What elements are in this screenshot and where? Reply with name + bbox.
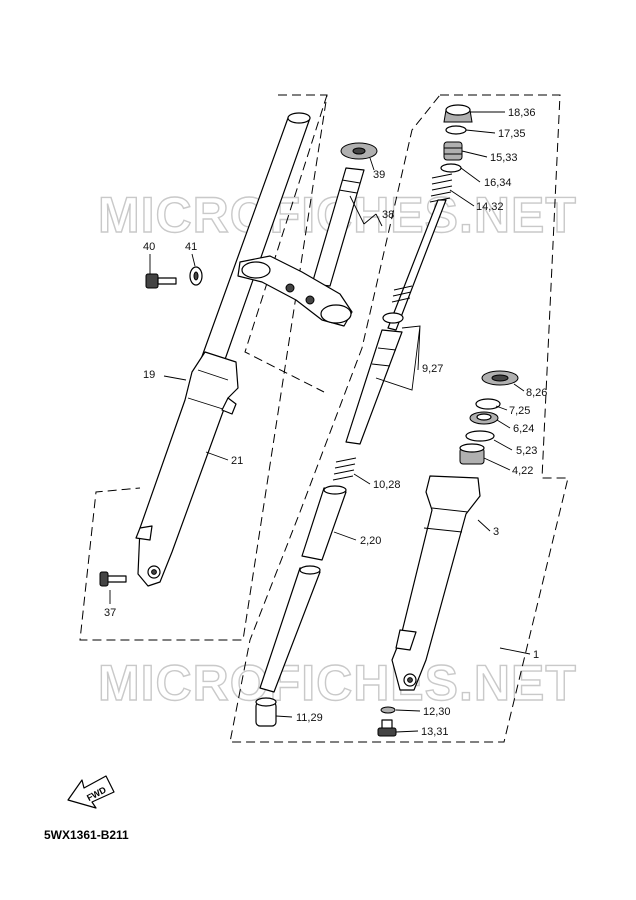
bolt-13	[377, 719, 397, 737]
washer-5	[465, 430, 495, 442]
circlip-17	[445, 125, 467, 135]
diagram-code: 5WX1361-B211	[44, 828, 129, 842]
lower-tube	[259, 565, 321, 693]
bolt-40	[145, 273, 177, 289]
watermark-lower: MICROFICHES.NET	[98, 655, 577, 711]
bolt-37	[99, 571, 127, 587]
o-ring-16	[440, 163, 462, 173]
label-38: 38	[382, 209, 394, 221]
label-11-29: 11,29	[296, 712, 323, 724]
label-4-22: 4,22	[512, 465, 533, 477]
spring-14	[387, 173, 453, 331]
label-40: 40	[143, 241, 155, 253]
label-3: 3	[493, 526, 499, 538]
fork-tube-2	[301, 485, 347, 561]
under-bracket-38	[237, 255, 353, 327]
label-39: 39	[373, 169, 385, 181]
stem-nut-39	[340, 142, 378, 160]
bushing-4	[459, 443, 485, 465]
label-5-23: 5,23	[516, 445, 537, 457]
label-41: 41	[185, 241, 197, 253]
washer-41	[189, 266, 203, 286]
label-19: 19	[143, 369, 155, 381]
label-16-34: 16,34	[484, 177, 512, 189]
label-37: 37	[104, 607, 116, 619]
label-2-20: 2,20	[360, 535, 381, 547]
label-17-35: 17,35	[498, 128, 526, 140]
spring-10	[332, 457, 357, 481]
fwd-arrow-icon	[67, 775, 115, 809]
label-10-28: 10,28	[373, 479, 401, 491]
label-7-25: 7,25	[509, 405, 530, 417]
oil-seal-6	[469, 411, 499, 425]
label-12-30: 12,30	[423, 706, 451, 718]
label-8-26: 8,26	[526, 387, 547, 399]
washer-12	[380, 706, 396, 714]
clip-7	[475, 398, 501, 410]
dust-seal-8	[481, 370, 519, 386]
label-1: 1	[533, 649, 539, 661]
damper-rod-9	[345, 312, 404, 445]
left-outer-tube-21	[135, 351, 239, 587]
label-9-27: 9,27	[422, 363, 443, 375]
outer-tube-3	[391, 475, 481, 691]
steering-group-boundary	[244, 94, 328, 393]
label-6-24: 6,24	[513, 423, 534, 435]
leader-lines	[109, 111, 531, 733]
cap-bolt-18	[443, 104, 473, 123]
label-21: 21	[231, 455, 243, 467]
label-15-33: 15,33	[490, 152, 518, 164]
spacer-15	[443, 141, 463, 161]
label-13-31: 13,31	[421, 726, 449, 738]
fwd-arrow: FWD	[67, 775, 115, 809]
oil-lock-11	[255, 697, 277, 727]
label-14-32: 14,32	[476, 201, 504, 213]
label-18-36: 18,36	[508, 107, 536, 119]
